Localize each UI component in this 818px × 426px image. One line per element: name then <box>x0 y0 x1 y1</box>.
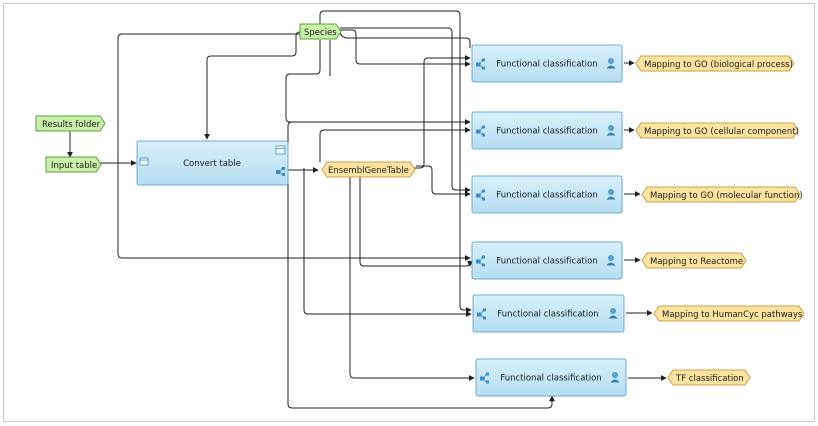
functional-classification-box[interactable]: Functional classification <box>471 241 623 280</box>
edge-species-to-fc2 <box>285 40 471 125</box>
step-output-node[interactable]: Mapping to Reactome <box>641 252 747 269</box>
edge-species-to-fc6 <box>287 121 555 409</box>
tree-port-icon <box>476 255 485 267</box>
edge-species-to-convert <box>204 31 302 140</box>
step-output-node[interactable]: Mapping to HumanCyc pathways <box>653 305 805 322</box>
edge-species-to-fc4 <box>117 33 471 261</box>
input-table-label: Input table <box>51 161 97 171</box>
convert-table-box[interactable]: Convert table <box>136 140 289 186</box>
person-port-icon <box>606 189 616 200</box>
step-output-label: Mapping to GO (cellular component) <box>644 127 799 137</box>
edge-species-to-fc1 <box>340 29 471 67</box>
convert-table-label: Convert table <box>183 159 241 169</box>
edge-gene-to-fc5 <box>303 168 472 317</box>
step-output-node[interactable]: Mapping to GO (biological process) <box>635 55 795 72</box>
tree-port-icon <box>476 189 485 201</box>
step-output-label: Mapping to Reactome <box>650 257 743 267</box>
functional-classification-label: Functional classification <box>497 310 598 320</box>
step-output-label: Mapping to GO (molecular function) <box>650 191 803 201</box>
step-output-node[interactable]: Mapping to GO (cellular component) <box>635 122 799 139</box>
edge-gene-to-fc2 <box>319 127 471 162</box>
functional-classification-box[interactable]: Functional classification <box>472 294 625 333</box>
edge-gene-to-fc1 <box>400 55 471 169</box>
edge-species-to-fc2a <box>339 31 471 48</box>
person-port-icon <box>606 125 616 136</box>
edge-species-to-fc5 <box>319 10 472 313</box>
functional-classification-label: Functional classification <box>496 60 597 70</box>
functional-classification-label: Functional classification <box>496 127 597 137</box>
table-port-icon <box>275 145 286 155</box>
gene-table-node[interactable]: EnsemblGeneTable <box>321 161 416 178</box>
edge-species-to-fc3 <box>340 27 471 193</box>
species-label: Species <box>304 28 337 38</box>
edge-gene-to-fc3 <box>416 165 471 197</box>
results-folder-label: Results folder <box>42 120 101 130</box>
functional-classification-box[interactable]: Functional classification <box>475 358 627 397</box>
tree-port-icon <box>477 308 486 320</box>
input-table-node[interactable]: Input table <box>45 156 102 173</box>
functional-classification-box[interactable]: Functional classification <box>471 175 623 214</box>
canvas-border <box>3 3 815 422</box>
person-port-icon <box>606 58 616 69</box>
tree-port-icon <box>476 58 485 70</box>
functional-classification-label: Functional classification <box>496 191 597 201</box>
table-port-icon <box>139 157 149 166</box>
person-port-icon <box>608 308 618 319</box>
tree-port-icon <box>480 372 489 384</box>
edge-gene-to-fc4 <box>359 176 473 267</box>
edges <box>67 10 667 409</box>
functional-classification-box[interactable]: Functional classification <box>471 44 623 83</box>
tree-port-icon <box>276 167 285 176</box>
step-output-node[interactable]: Mapping to GO (molecular function) <box>641 186 803 203</box>
results-folder-node[interactable]: Results folder <box>35 115 106 132</box>
edge-gene-to-fc6 <box>349 176 475 381</box>
person-port-icon <box>606 255 616 266</box>
functional-classification-label: Functional classification <box>500 374 601 384</box>
step-output-node[interactable]: TF classification <box>667 369 751 386</box>
species-node[interactable]: Species <box>299 23 342 40</box>
step-output-label: Mapping to HumanCyc pathways <box>662 310 803 320</box>
tree-port-icon <box>476 125 485 137</box>
functional-classification-box[interactable]: Functional classification <box>471 111 623 150</box>
step-output-label: TF classification <box>675 374 744 384</box>
functional-classification-label: Functional classification <box>496 257 597 267</box>
gene-table-label: EnsemblGeneTable <box>328 166 409 176</box>
person-port-icon <box>610 372 620 383</box>
step-output-label: Mapping to GO (biological process) <box>644 60 793 70</box>
